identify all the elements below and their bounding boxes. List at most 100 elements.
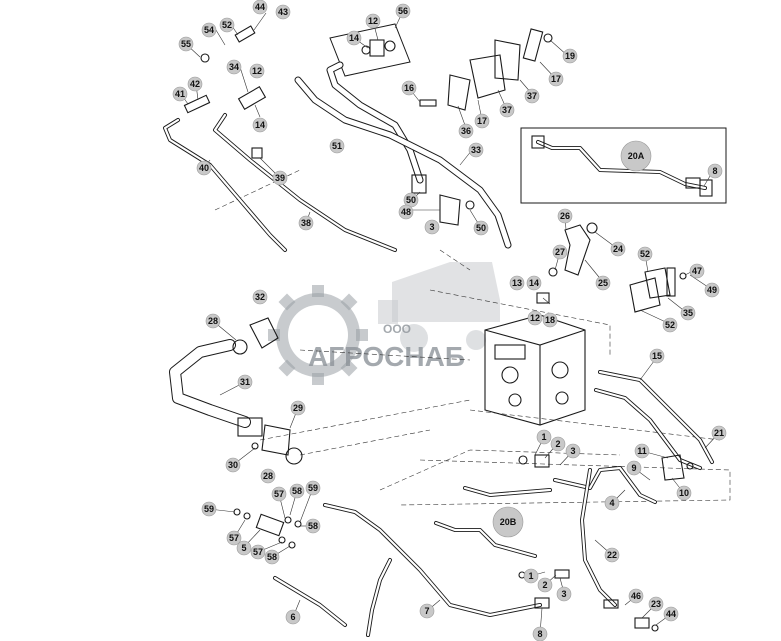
callout-3a: 3 (424, 219, 440, 235)
callout-22: 22 (604, 547, 620, 563)
svg-text:3: 3 (561, 589, 566, 599)
callout-8b: 8 (532, 626, 548, 641)
svg-text:13: 13 (512, 278, 522, 288)
svg-text:28: 28 (263, 471, 273, 481)
callout-23: 23 (648, 596, 664, 612)
svg-text:3: 3 (570, 446, 575, 456)
small-parts (183, 25, 694, 632)
svg-text:37: 37 (527, 91, 537, 101)
svg-text:22: 22 (607, 550, 617, 560)
callout-12c: 12 (527, 310, 543, 326)
svg-text:59: 59 (308, 483, 318, 493)
callout-1a: 1 (536, 429, 552, 445)
callout-48: 48 (398, 204, 414, 220)
svg-text:14: 14 (255, 120, 265, 130)
callout-46: 46 (628, 588, 644, 604)
callout-3c: 3 (556, 586, 572, 602)
svg-text:44: 44 (666, 609, 676, 619)
svg-text:58: 58 (292, 486, 302, 496)
watermark: ООО АГРОСНАБ (268, 262, 500, 385)
svg-text:24: 24 (613, 244, 623, 254)
callout-51: 51 (329, 138, 345, 154)
detail-box-20a (520, 127, 727, 204)
callout-42: 42 (187, 76, 203, 92)
svg-text:34: 34 (229, 62, 239, 72)
callout-8a: 8 (707, 163, 723, 179)
callout-37a: 37 (499, 102, 515, 118)
callout-labels: 54 52 44 43 55 34 12 42 41 14 40 39 38 5… (172, 0, 727, 641)
callout-28a: 28 (205, 313, 221, 329)
callout-54a: 54 (201, 22, 217, 38)
svg-text:10: 10 (679, 488, 689, 498)
svg-text:1: 1 (528, 571, 533, 581)
svg-text:9: 9 (631, 463, 636, 473)
svg-text:50: 50 (476, 223, 486, 233)
callout-13: 13 (509, 275, 525, 291)
svg-text:14: 14 (349, 33, 359, 43)
reference-lines (214, 169, 731, 506)
callout-14c: 14 (526, 275, 542, 291)
callout-19: 19 (562, 48, 578, 64)
svg-text:2: 2 (542, 580, 547, 590)
svg-text:12: 12 (530, 313, 540, 323)
callout-4: 4 (604, 495, 620, 511)
callout-38: 38 (298, 215, 314, 231)
callout-55: 55 (178, 36, 194, 52)
callout-14a: 14 (252, 117, 268, 133)
svg-text:20B: 20B (500, 517, 517, 527)
svg-text:18: 18 (545, 315, 555, 325)
svg-text:28: 28 (208, 316, 218, 326)
callout-10: 10 (676, 485, 692, 501)
svg-text:49: 49 (707, 285, 717, 295)
svg-text:27: 27 (555, 247, 565, 257)
svg-text:37: 37 (502, 105, 512, 115)
callout-52c: 52 (662, 317, 678, 333)
watermark-combine-icon (378, 262, 500, 352)
watermark-prefix: ООО (383, 322, 411, 336)
svg-text:52: 52 (640, 249, 650, 259)
callout-25: 25 (595, 275, 611, 291)
callout-44b: 44 (663, 606, 679, 622)
callout-2b: 2 (537, 577, 553, 593)
pipe-20a (531, 135, 713, 197)
callout-58c: 58 (264, 549, 280, 565)
callout-36: 36 (458, 123, 474, 139)
callout-56: 56 (395, 3, 411, 19)
svg-text:54: 54 (204, 25, 214, 35)
svg-text:59: 59 (204, 504, 214, 514)
svg-text:58: 58 (267, 552, 277, 562)
callout-39: 39 (272, 170, 288, 186)
callout-59a: 59 (201, 501, 217, 517)
svg-text:47: 47 (692, 266, 702, 276)
svg-text:58: 58 (308, 521, 318, 531)
svg-text:12: 12 (252, 66, 262, 76)
fitting-14-12-group (361, 39, 396, 57)
callout-7: 7 (419, 603, 435, 619)
valve-block (484, 314, 586, 426)
callout-32: 32 (252, 289, 268, 305)
callout-9: 9 (626, 460, 642, 476)
svg-text:14: 14 (529, 278, 539, 288)
callout-30: 30 (225, 457, 241, 473)
svg-text:23: 23 (651, 599, 661, 609)
svg-text:7: 7 (424, 606, 429, 616)
callout-34: 34 (226, 59, 242, 75)
callout-40: 40 (196, 160, 212, 176)
callout-50b: 50 (473, 220, 489, 236)
callout-58b: 58 (305, 518, 321, 534)
callout-20b: 20B (492, 506, 524, 538)
svg-text:36: 36 (461, 126, 471, 136)
callout-1b: 1 (523, 568, 539, 584)
callout-52a: 52 (219, 17, 235, 33)
svg-text:43: 43 (278, 7, 288, 17)
callout-3b: 3 (565, 443, 581, 459)
svg-text:20A: 20A (628, 151, 645, 161)
svg-text:25: 25 (598, 278, 608, 288)
callout-17a: 17 (474, 113, 490, 129)
callout-24: 24 (610, 241, 626, 257)
svg-text:15: 15 (652, 351, 662, 361)
svg-text:42: 42 (190, 79, 200, 89)
callout-28b: 28 (260, 468, 276, 484)
svg-text:44: 44 (255, 2, 265, 12)
